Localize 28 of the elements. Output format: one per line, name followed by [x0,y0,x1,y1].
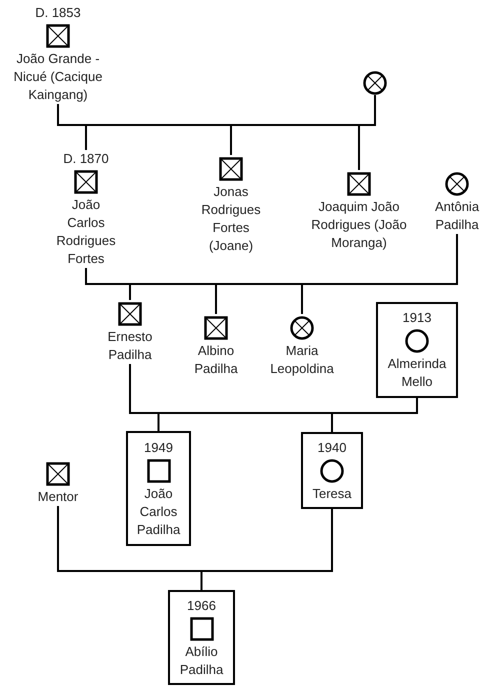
person-name: Ernesto Padilha [106,328,154,364]
person-name: João Grande - Nicué (Cacique Kaingang) [12,50,104,104]
year-label: 1913 [402,309,432,327]
person-frame [376,302,458,398]
person-name: Maria Leopoldina [269,342,335,378]
year-label: D. 1870 [63,150,109,168]
year-label: 1966 [187,596,216,614]
family-line [301,234,458,314]
family-line [358,95,376,170]
family-line [331,398,418,432]
person-frame [126,431,191,546]
year-label: D. 1853 [35,4,81,22]
person-frame [168,590,235,685]
person-name: Antônia Padilha [434,198,480,234]
person-frame [301,432,363,509]
year-label: 1949 [144,438,173,456]
family-line [200,509,333,590]
person-name: João Carlos Padilha [136,484,182,538]
person-name: João Carlos Rodrigues Fortes [55,196,117,268]
person-name: Abílio Padilha [178,642,224,678]
year-label: 1940 [318,438,346,456]
person-name: Jonas Rodrigues Fortes (Joane) [200,183,262,255]
person-name: Teresa [312,484,352,502]
person-name: Mentor [38,488,78,506]
person-name: Albino Padilha [193,342,239,378]
deceased-female-symbol [363,71,387,95]
person-name: Almerinda Mello [386,355,448,391]
person-name: Joaquim João Rodrigues (João Moranga) [310,198,408,252]
